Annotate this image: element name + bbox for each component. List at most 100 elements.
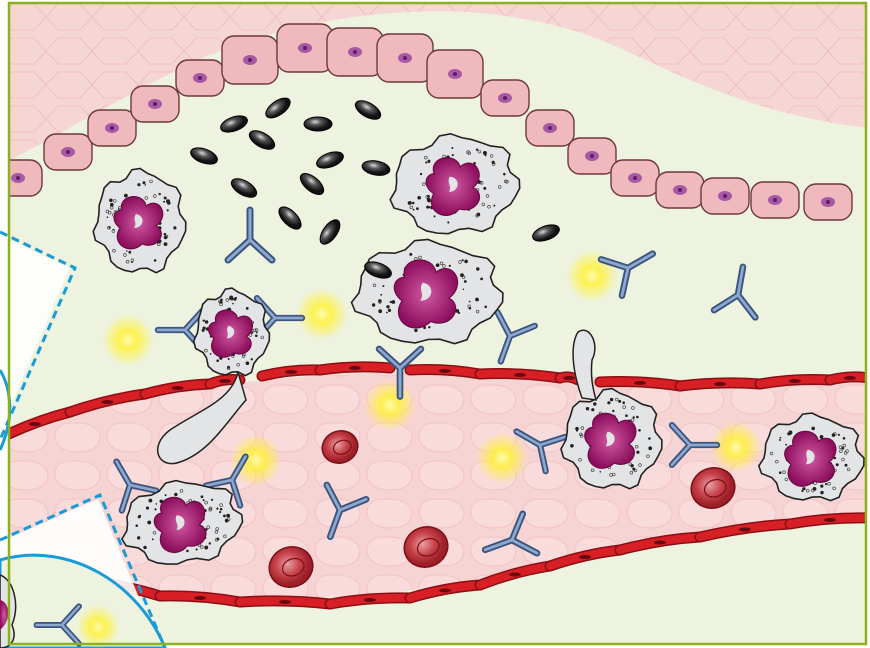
endothelial-cell bbox=[760, 379, 830, 384]
endothelial-cell bbox=[240, 600, 330, 604]
epithelial-cell bbox=[568, 138, 616, 174]
endothelial-nucleus bbox=[172, 386, 184, 390]
granule bbox=[463, 289, 465, 291]
granule bbox=[203, 327, 206, 330]
epithelial-cell bbox=[701, 178, 749, 214]
epithelial-cell-nucleolus bbox=[453, 72, 457, 76]
granule bbox=[203, 320, 205, 322]
endothelial-nucleus bbox=[514, 373, 526, 377]
epithelial-cell bbox=[481, 80, 529, 116]
granule bbox=[785, 444, 787, 446]
granule bbox=[610, 398, 613, 401]
endothelial-cell bbox=[680, 382, 760, 386]
epithelial-cell-nucleolus bbox=[590, 154, 594, 158]
epithelial-cell-nucleolus bbox=[826, 200, 830, 204]
granule bbox=[126, 250, 128, 252]
granule bbox=[143, 181, 146, 184]
endothelial-nucleus bbox=[789, 379, 801, 383]
granule bbox=[636, 416, 639, 419]
granule bbox=[414, 329, 417, 332]
granule bbox=[109, 199, 113, 203]
granule bbox=[820, 491, 823, 494]
granule bbox=[449, 265, 451, 267]
endothelial-nucleus bbox=[714, 382, 726, 386]
endothelial-cell bbox=[830, 376, 870, 380]
endothelial-cell bbox=[320, 366, 390, 370]
epithelial-cell bbox=[327, 28, 383, 76]
epithelial-cell bbox=[804, 184, 852, 220]
granule bbox=[386, 305, 389, 308]
epithelial-cell bbox=[427, 50, 483, 98]
epithelial-cell-nucleolus bbox=[773, 198, 777, 202]
granule bbox=[145, 184, 147, 186]
granule bbox=[813, 487, 817, 491]
granule bbox=[638, 429, 641, 432]
endothelial-nucleus bbox=[285, 370, 297, 374]
granule bbox=[110, 203, 114, 207]
granule bbox=[820, 485, 823, 488]
granule bbox=[618, 400, 621, 403]
granule bbox=[612, 410, 614, 412]
granule bbox=[173, 226, 176, 229]
granule bbox=[388, 309, 391, 312]
endothelial-nucleus bbox=[824, 518, 836, 522]
endothelial-cell bbox=[330, 598, 410, 604]
granule bbox=[475, 298, 479, 302]
granule bbox=[575, 427, 579, 431]
epithelial-cell-nucleolus bbox=[548, 126, 552, 130]
granule bbox=[167, 209, 169, 211]
granule bbox=[137, 183, 140, 186]
endothelial-nucleus bbox=[739, 528, 751, 532]
granule bbox=[600, 471, 602, 473]
granule bbox=[164, 236, 168, 240]
endothelial-nucleus bbox=[439, 589, 451, 593]
granule bbox=[409, 253, 412, 256]
granule bbox=[246, 307, 249, 310]
granule bbox=[124, 194, 128, 198]
endothelial-nucleus bbox=[439, 369, 451, 373]
granule bbox=[570, 444, 574, 448]
granule bbox=[811, 427, 815, 431]
epithelial-cell-nucleolus bbox=[153, 102, 157, 106]
glow-signal bbox=[566, 250, 618, 302]
glow-signal bbox=[76, 605, 120, 648]
glow-signal bbox=[230, 434, 282, 486]
granule bbox=[632, 468, 635, 471]
granule bbox=[163, 201, 165, 203]
granule bbox=[462, 259, 464, 261]
granule bbox=[480, 278, 483, 281]
epithelial-cell-nucleolus bbox=[678, 188, 682, 192]
granule bbox=[154, 259, 157, 262]
granule bbox=[234, 298, 237, 301]
epithelial-cell bbox=[222, 36, 278, 84]
bacterium bbox=[304, 117, 332, 131]
endothelial-nucleus bbox=[563, 376, 575, 380]
granule bbox=[166, 199, 170, 203]
epithelial-cell bbox=[656, 172, 704, 208]
granule bbox=[391, 300, 395, 304]
endothelial-nucleus bbox=[579, 555, 591, 559]
endothelial-cell bbox=[262, 370, 320, 376]
granule bbox=[622, 401, 625, 404]
granule bbox=[164, 242, 168, 246]
granule bbox=[256, 332, 258, 334]
granule bbox=[593, 402, 596, 405]
epithelial-cell bbox=[751, 182, 799, 218]
epithelial-cell bbox=[44, 134, 92, 170]
granule bbox=[648, 437, 651, 440]
granule bbox=[128, 251, 131, 254]
epithelial-cell bbox=[0, 160, 42, 196]
endothelial-cell bbox=[410, 369, 480, 374]
granule bbox=[591, 408, 594, 411]
granule bbox=[801, 490, 803, 492]
granule bbox=[464, 260, 468, 264]
granule bbox=[476, 267, 479, 270]
granule bbox=[232, 303, 234, 305]
granule bbox=[372, 303, 375, 306]
endothelial-nucleus bbox=[29, 422, 41, 426]
granule bbox=[633, 416, 635, 418]
endothelial-nucleus bbox=[634, 381, 646, 385]
endothelial-nucleus bbox=[654, 541, 666, 545]
